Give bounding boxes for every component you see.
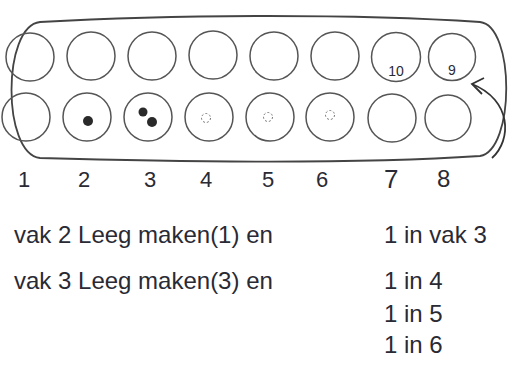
pit bbox=[63, 93, 111, 141]
arrow-curve bbox=[472, 84, 505, 158]
pit bbox=[425, 95, 471, 141]
moved-seed bbox=[202, 114, 211, 123]
pit bbox=[128, 32, 176, 80]
pit bbox=[189, 31, 237, 79]
pit-circle: 9 bbox=[427, 32, 477, 82]
pits bbox=[2, 31, 471, 142]
moved-seed bbox=[264, 113, 273, 122]
pit-number: 10 bbox=[388, 64, 404, 78]
instruction-text: 1 in 6 bbox=[384, 332, 443, 358]
pit bbox=[185, 93, 233, 141]
moved-seed bbox=[326, 111, 335, 120]
pit-number: 7 bbox=[384, 165, 398, 194]
pit bbox=[124, 93, 172, 141]
pit-outline-circle bbox=[372, 33, 421, 82]
instruction-text: 1 in vak 3 bbox=[384, 222, 487, 248]
pit-number: 5 bbox=[262, 168, 274, 192]
instruction-text: 1 in 5 bbox=[384, 301, 443, 327]
pit bbox=[306, 93, 354, 141]
pit bbox=[246, 93, 294, 141]
pit bbox=[67, 32, 115, 80]
pit-number: 6 bbox=[316, 168, 328, 192]
seed bbox=[147, 117, 157, 127]
arrow-head bbox=[472, 78, 484, 94]
seed bbox=[139, 108, 148, 117]
pit bbox=[2, 93, 50, 141]
instruction-text: vak 3 Leeg maken(3) en bbox=[14, 268, 273, 294]
direction-arrow bbox=[472, 78, 505, 158]
instruction-text: vak 2 Leeg maken(1) en bbox=[14, 222, 273, 248]
board-outline bbox=[12, 16, 507, 162]
pit bbox=[311, 32, 359, 80]
pit bbox=[368, 94, 416, 142]
pit bbox=[250, 32, 298, 80]
pit-number: 8 bbox=[437, 166, 450, 192]
seed bbox=[83, 116, 93, 126]
pit bbox=[6, 33, 54, 81]
seeds bbox=[83, 108, 335, 128]
instruction-text: 1 in 4 bbox=[384, 268, 443, 294]
pit-number: 1 bbox=[18, 168, 30, 192]
pit-number: 2 bbox=[78, 168, 90, 192]
pit-number: 4 bbox=[200, 168, 212, 192]
pit-circle: 10 bbox=[370, 31, 422, 83]
pit-number: 3 bbox=[144, 168, 156, 192]
pit-outline-circle bbox=[429, 34, 476, 81]
pit-number: 9 bbox=[448, 63, 456, 77]
